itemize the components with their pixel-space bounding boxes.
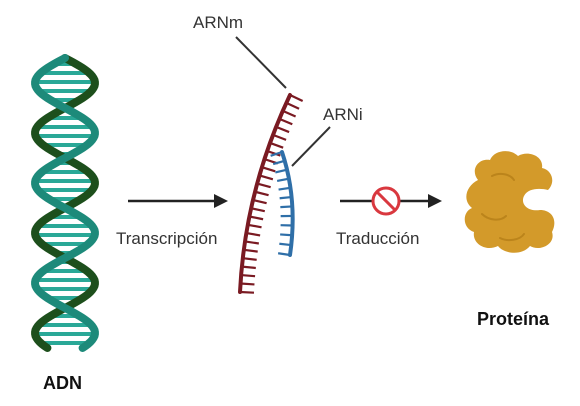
dna-label: ADN	[43, 374, 82, 392]
mrna-nucleotide	[249, 216, 263, 219]
mrna-nucleotide	[273, 135, 286, 140]
mrna-nucleotide	[244, 250, 258, 252]
mrna-nucleotide	[259, 175, 272, 179]
mrna-nucleotide	[246, 233, 260, 235]
mrna-nucleotide	[257, 184, 271, 188]
mrna-nucleotide	[279, 119, 292, 124]
mrna-label: ARNm	[193, 14, 243, 31]
mrna-nucleotide	[270, 143, 283, 148]
rnai-label: ARNi	[323, 106, 363, 123]
mrna-nucleotide	[242, 267, 256, 268]
mrna-nucleotide	[241, 275, 255, 276]
mrna-nucleotide	[255, 192, 269, 195]
mrna-nucleotide	[248, 225, 262, 228]
mrna-nucleotide	[262, 167, 275, 171]
mrna-nucleotide	[240, 292, 254, 293]
transcription-arrow	[128, 194, 228, 208]
mrna-leader-line	[236, 37, 286, 88]
prohibition-icon	[373, 188, 399, 214]
transcription-label: Transcripción	[116, 230, 217, 247]
dna-double-helix-icon	[35, 58, 95, 348]
mrna-nucleotide	[240, 284, 254, 285]
rnai-nucleotides	[271, 152, 293, 255]
rnai-strand-icon	[271, 152, 293, 255]
mrna-nucleotide	[243, 258, 257, 260]
mrna-nucleotide	[283, 111, 296, 117]
mrna-nucleotide	[290, 95, 303, 101]
protein-blob-icon	[465, 151, 555, 253]
mrna-nucleotides	[240, 95, 303, 293]
rnai-leader-line	[292, 127, 330, 166]
protein-label: Proteína	[477, 310, 549, 328]
mrna-nucleotide	[253, 200, 267, 203]
mrna-nucleotide	[276, 127, 289, 132]
mrna-nucleotide	[245, 241, 259, 243]
mrna-nucleotide	[251, 208, 265, 211]
translation-label: Traducción	[336, 230, 419, 247]
rnai-backbone	[282, 152, 293, 255]
mrna-nucleotide	[286, 103, 299, 109]
mrna-strand-icon	[240, 95, 303, 293]
